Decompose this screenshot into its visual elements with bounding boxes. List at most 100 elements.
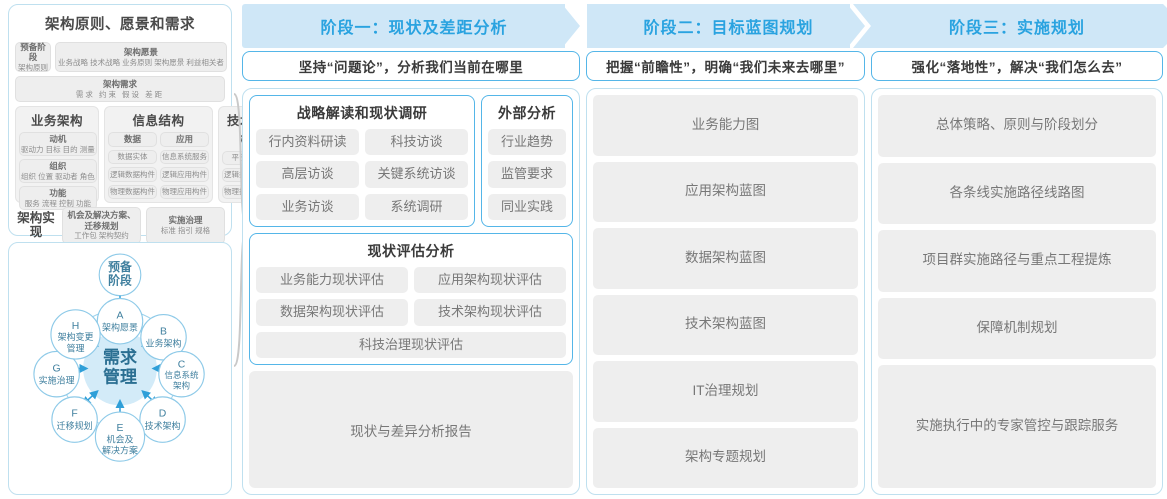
svg-text:D: D <box>159 409 167 420</box>
togaf-implementation-label: 架构实现 <box>17 210 55 240</box>
togaf-box-vision: 架构愿景 业务战略 技术战略 业务原则 架构愿景 利益相关者 <box>55 42 227 72</box>
svg-text:机会及: 机会及 <box>107 433 134 444</box>
phase-header-1[interactable]: 阶段一：现状及差距分析 <box>242 4 587 48</box>
togaf-row-1: 预备阶段 架构原则 架构愿景 业务战略 技术战略 业务原则 架构愿景 利益相关者 <box>15 42 227 72</box>
svg-text:解决方案: 解决方案 <box>102 445 138 456</box>
phase-2-list: 业务能力图 应用架构蓝图 数据架构蓝图 技术架构蓝图 IT治理规划 架构专题规划 <box>593 95 858 488</box>
phase-header-1-label: 阶段一：现状及差距分析 <box>320 20 508 37</box>
togaf-column-information-title: 信息结构 <box>132 114 185 128</box>
svg-text:架构愿景: 架构愿景 <box>102 322 138 333</box>
svg-text:G: G <box>53 363 61 374</box>
svg-text:迁移规划: 迁移规划 <box>57 420 93 431</box>
chip-program-roadmap[interactable]: 项目群实施路径与重点工程提炼 <box>878 230 1156 292</box>
phases-area: 阶段一：现状及差距分析 阶段二：目标蓝图规划 阶段三：实施规划 坚持“问题论”，… <box>238 0 1167 499</box>
group-strategy-research: 战略解读和现状调研 行内资料研读 科技访谈 高层访谈 关键系统访谈 <box>249 95 475 227</box>
svg-text:信息系统: 信息系统 <box>164 370 199 380</box>
phase-header-bar: 阶段一：现状及差距分析 阶段二：目标蓝图规划 阶段三：实施规划 <box>242 4 1167 48</box>
togaf-box-requirements-sub: 需求 约束 假设 差距 <box>75 89 165 99</box>
svg-text:H: H <box>72 321 80 332</box>
togaf-row-2: 架构需求 需求 约束 假设 差距 <box>15 76 225 102</box>
svg-text:A: A <box>117 310 124 321</box>
phase-3-tagline: 强化“落地性”，解决“我们怎么去” <box>871 51 1163 81</box>
chip-it-governance-plan[interactable]: IT治理规划 <box>593 361 858 422</box>
group-strategy-research-title: 战略解读和现状调研 <box>296 105 428 121</box>
chip-business-capability-map[interactable]: 业务能力图 <box>593 95 858 156</box>
chip-system-survey[interactable]: 系统调研 <box>365 193 468 220</box>
svg-text:技术架构: 技术架构 <box>145 420 181 431</box>
svg-text:C: C <box>178 360 186 371</box>
chip-expert-tracking-service[interactable]: 实施执行中的专家管控与跟踪服务 <box>878 365 1156 488</box>
chip-regulatory-requirement[interactable]: 监管要求 <box>488 161 566 188</box>
svg-text:架构变更: 架构变更 <box>58 331 94 342</box>
chip-overall-strategy[interactable]: 总体策略、原则与阶段划分 <box>878 95 1156 157</box>
phase-header-3[interactable]: 阶段三：实施规划 <box>871 4 1167 48</box>
togaf-box-requirements-head: 架构需求 <box>102 79 137 89</box>
togaf-subcolumn-application: 应用 信息系统服务 逻辑应用构件 物理应用构件 <box>160 132 209 199</box>
togaf-box-prep-head: 预备阶段 <box>20 41 46 63</box>
group-current-state-assessment: 现状评估分析 业务能力现状评估 应用架构现状评估 数据架构现状评估 技术架构现状… <box>249 233 573 365</box>
phase-header-2-label: 阶段二：目标蓝图规划 <box>643 20 814 37</box>
cycle-center-line1: 需求 <box>103 347 138 367</box>
cycle-node-a <box>96 297 144 345</box>
togaf-title: 架构原则、愿景和需求 <box>45 17 195 33</box>
togaf-box-vision-head: 架构愿景 <box>123 47 158 57</box>
chip-peer-practice[interactable]: 同业实践 <box>488 193 566 220</box>
group-external-analysis: 外部分析 行业趋势 监管要求 同业实践 <box>481 95 573 227</box>
group-external-analysis-title: 外部分析 <box>498 105 556 121</box>
phase-column-3: 强化“落地性”，解决“我们怎么去” 总体策略、原则与阶段划分 各条线实施路径线路… <box>871 48 1163 495</box>
chip-exec-interview[interactable]: 高层访谈 <box>256 161 359 188</box>
phase-column-1: 坚持“问题论”，分析我们当前在哪里 战略解读和现状调研 行内资料研读 科技访谈 <box>242 48 580 495</box>
togaf-column-business-title: 业务架构 <box>30 114 83 128</box>
group-current-state-assessment-title: 现状评估分析 <box>367 243 455 259</box>
phase-1-report[interactable]: 现状与差异分析报告 <box>249 371 573 488</box>
chip-tech-interview[interactable]: 科技访谈 <box>365 129 468 156</box>
phase-3-body: 总体策略、原则与阶段划分 各条线实施路径线路图 项目群实施路径与重点工程提炼 保… <box>871 88 1163 495</box>
phase-header-2[interactable]: 阶段二：目标蓝图规划 <box>586 4 871 48</box>
svg-text:E: E <box>117 423 124 434</box>
chip-industry-trend[interactable]: 行业趋势 <box>488 129 566 156</box>
togaf-box-requirements: 架构需求 需求 约束 假设 差距 <box>15 76 225 102</box>
chip-tech-arch-blueprint[interactable]: 技术架构蓝图 <box>593 294 858 355</box>
phase-1-body: 战略解读和现状调研 行内资料研读 科技访谈 高层访谈 关键系统访谈 <box>242 88 580 495</box>
chip-tech-arch-assessment[interactable]: 技术架构现状评估 <box>414 299 566 326</box>
togaf-item-organization: 组织 组织 位置 驱动者 角色 <box>19 159 97 183</box>
left-panel: 架构原则、愿景和需求 预备阶段 架构原则 架构愿景 业务战略 技术战略 业务原则… <box>0 0 275 499</box>
phase-header-3-label: 阶段三：实施规划 <box>948 20 1085 37</box>
svg-text:业务架构: 业务架构 <box>146 338 182 349</box>
svg-text:实施治理: 实施治理 <box>39 375 75 386</box>
phase-2-tagline: 把握“前瞻性”，明确“我们未来去哪里” <box>586 51 865 81</box>
phase-1-tagline: 坚持“问题论”，分析我们当前在哪里 <box>242 51 580 81</box>
togaf-column-business: 业务架构 动机 驱动力 目标 目的 测量 组织 组织 位置 驱动者 角色 <box>15 106 99 210</box>
chip-application-arch-assessment[interactable]: 应用架构现状评估 <box>414 267 566 294</box>
cycle-center-node <box>83 331 157 406</box>
chip-line-roadmap[interactable]: 各条线实施路径线路图 <box>878 162 1156 224</box>
svg-text:F: F <box>71 409 77 420</box>
chip-data-arch-blueprint[interactable]: 数据架构蓝图 <box>593 228 858 289</box>
togaf-box-prep: 预备阶段 架构原则 <box>15 42 51 72</box>
phase-1-upper-row: 战略解读和现状调研 行内资料研读 科技访谈 高层访谈 关键系统访谈 <box>249 95 573 227</box>
chip-assurance-mechanism[interactable]: 保障机制规划 <box>878 297 1156 359</box>
togaf-box-opportunities: 机会及解决方案、迁移规划 工作包 架构契约 <box>62 207 141 244</box>
cycle-node-d <box>139 396 186 443</box>
togaf-domain-columns: 业务架构 动机 驱动力 目标 目的 测量 组织 组织 位置 驱动者 角色 <box>15 106 275 210</box>
togaf-item-motivation: 动机 驱动力 目标 目的 测量 <box>19 132 97 156</box>
chip-internal-docs[interactable]: 行内资料研读 <box>256 129 359 156</box>
phase-3-list: 总体策略、原则与阶段划分 各条线实施路径线路图 项目群实施路径与重点工程提炼 保… <box>878 95 1156 488</box>
adm-cycle-card: 需求 管理 预备 阶段 <box>8 242 232 495</box>
phase-columns: 坚持“问题论”，分析我们当前在哪里 战略解读和现状调研 行内资料研读 科技访谈 <box>238 48 1167 499</box>
chip-arch-topic-plan[interactable]: 架构专题规划 <box>593 427 858 488</box>
chip-data-arch-assessment[interactable]: 数据架构现状评估 <box>256 299 408 326</box>
cycle-center-line2: 管理 <box>103 367 137 387</box>
svg-text:管理: 管理 <box>67 342 85 353</box>
chip-application-arch-blueprint[interactable]: 应用架构蓝图 <box>593 161 858 222</box>
chip-business-interview[interactable]: 业务访谈 <box>256 193 359 220</box>
chip-it-governance-assessment[interactable]: 科技治理现状评估 <box>256 331 566 358</box>
phase-column-2: 把握“前瞻性”，明确“我们未来去哪里” 业务能力图 应用架构蓝图 数据架构蓝图 … <box>586 48 865 495</box>
chip-key-system-interview[interactable]: 关键系统访谈 <box>365 161 468 188</box>
togaf-item-function: 功能 服务 流程 控制 功能 <box>19 186 97 210</box>
svg-text:阶段: 阶段 <box>108 273 132 287</box>
cycle-node-f <box>51 396 98 443</box>
cycle-node-h <box>50 309 101 360</box>
chip-business-capability-assessment[interactable]: 业务能力现状评估 <box>256 267 408 294</box>
